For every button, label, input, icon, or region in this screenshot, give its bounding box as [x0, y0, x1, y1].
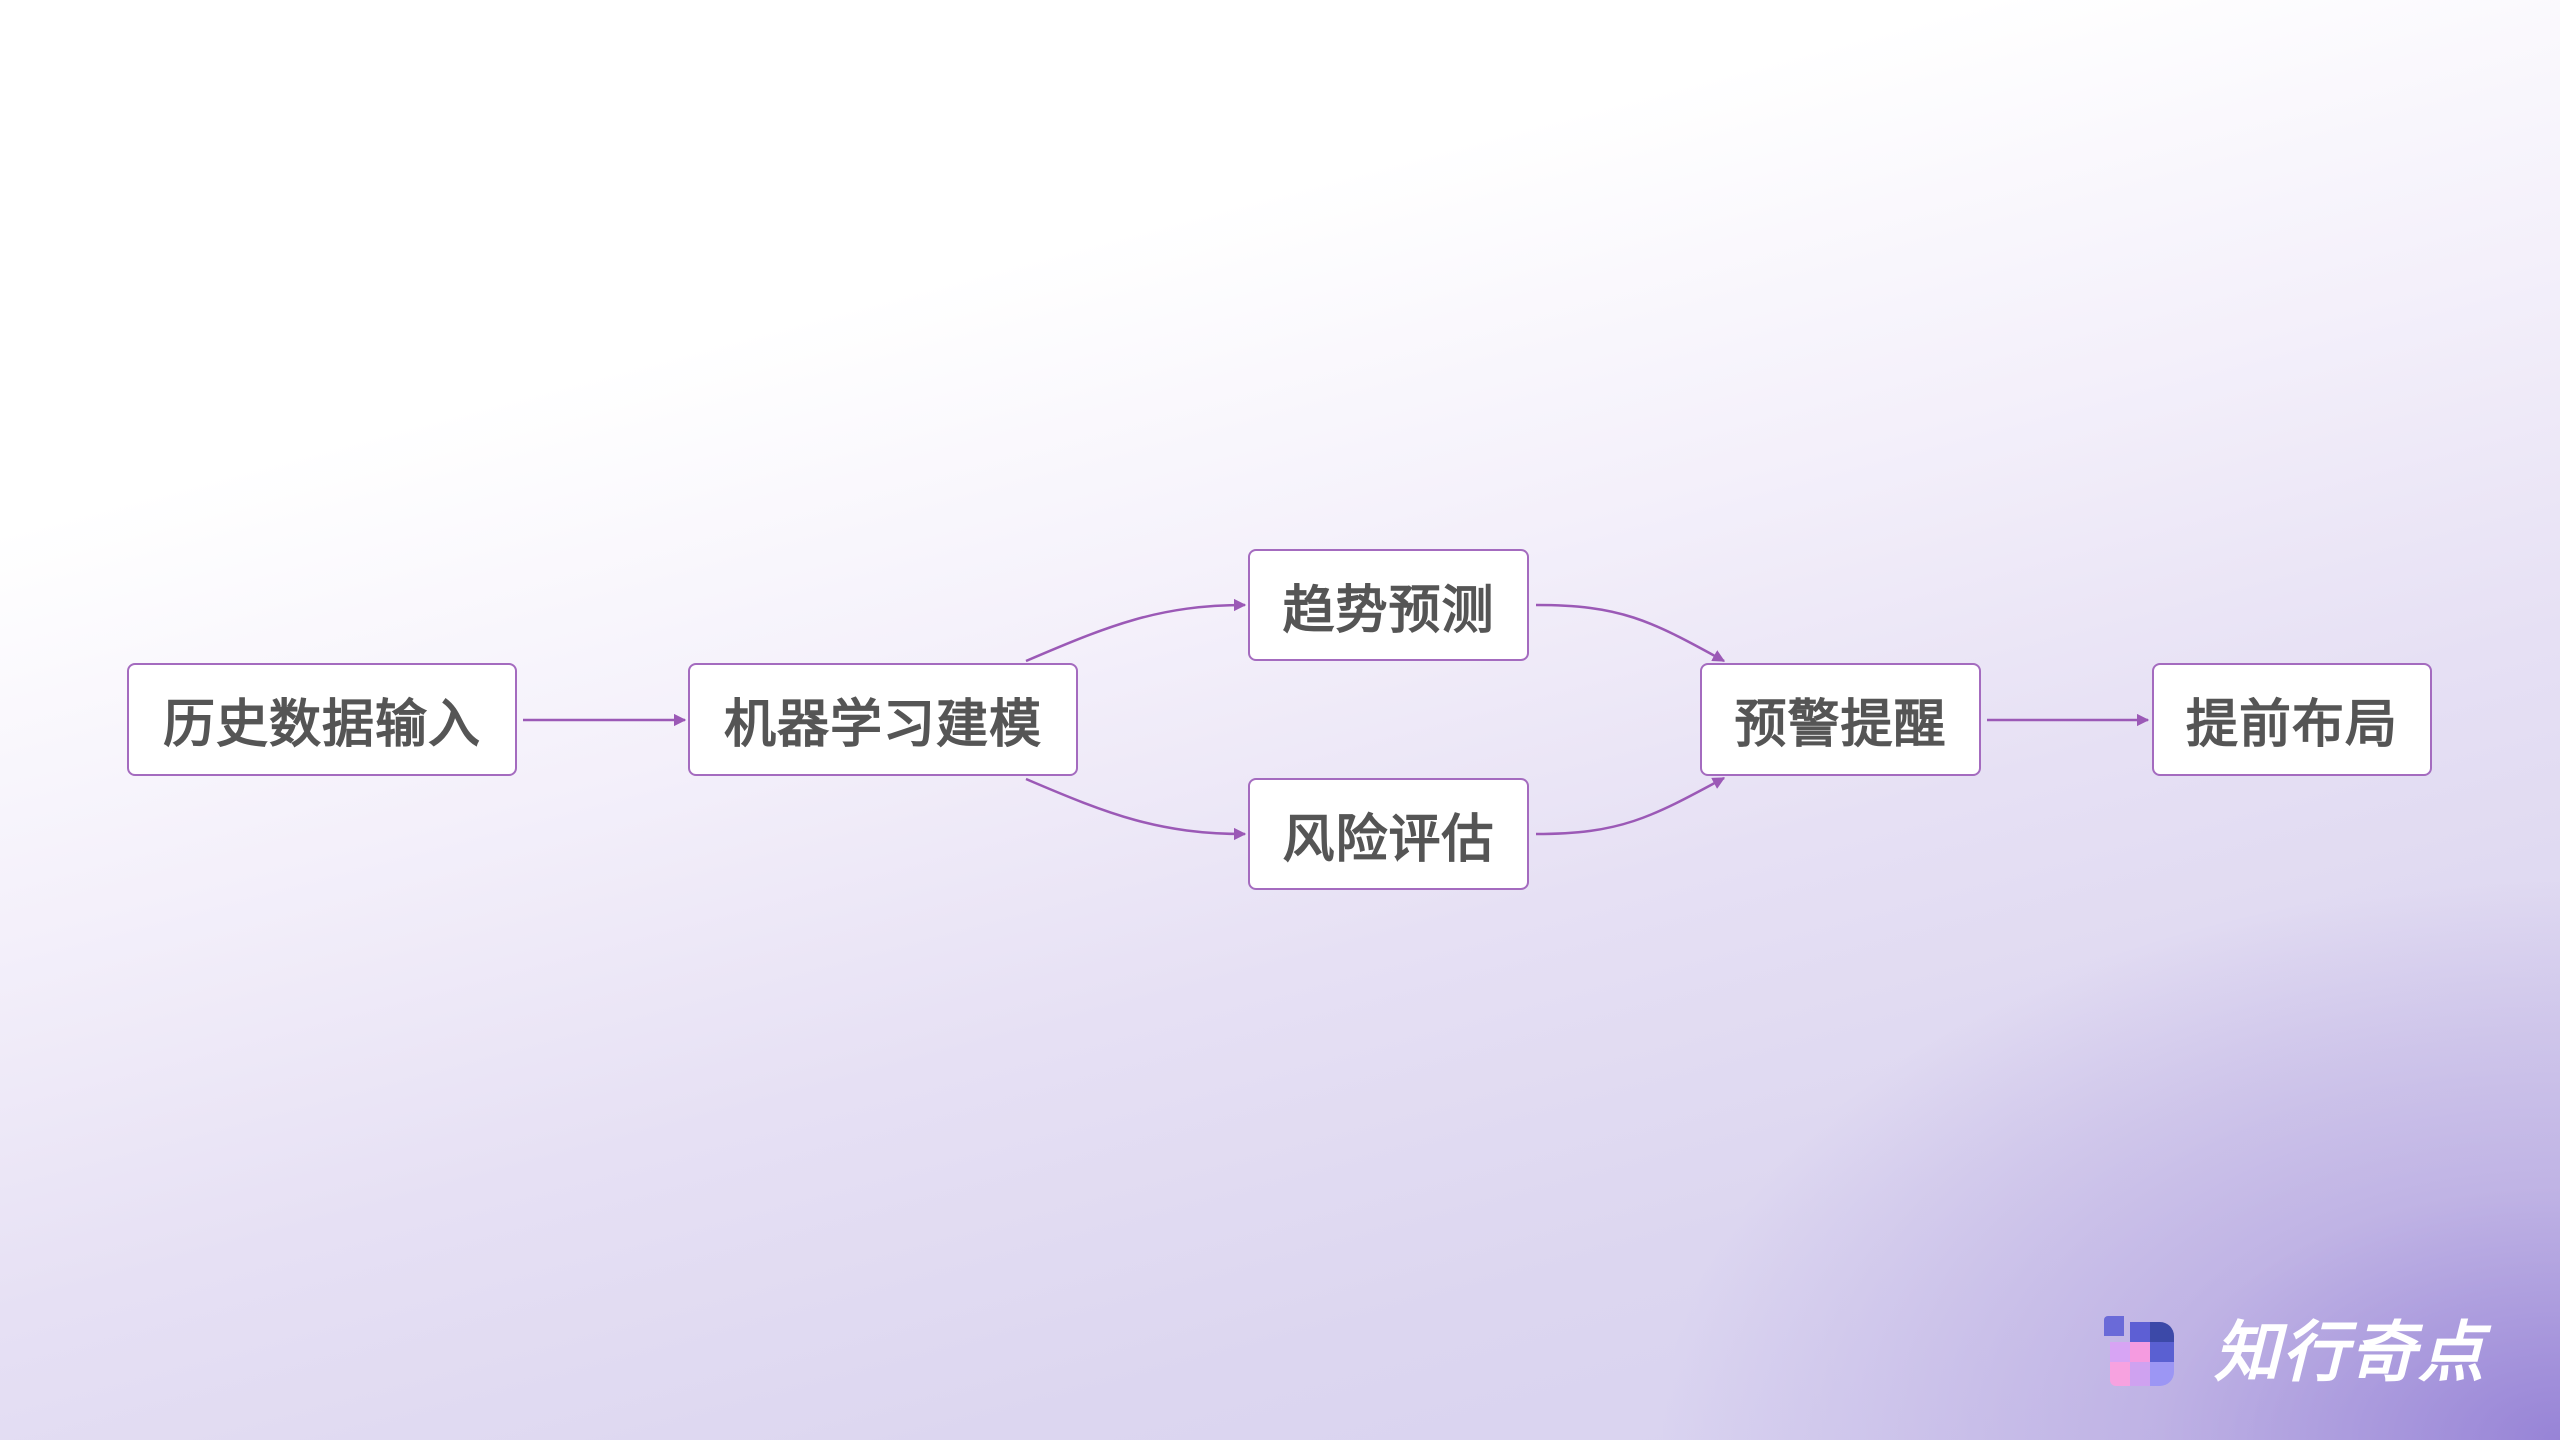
- edge-risk-to-alert: [1535, 776, 1726, 836]
- edge-ml-to-risk: [1025, 777, 1247, 841]
- node-early-warning: 预警提醒: [1700, 663, 1981, 776]
- node-trend-forecast: 趋势预测: [1248, 549, 1529, 661]
- brand-logo: 知行奇点: [2104, 1316, 2486, 1390]
- brand-pixel-logo-icon: [2104, 1316, 2178, 1390]
- node-label: 提前布局: [2185, 695, 2398, 755]
- node-risk-assessment: 风险评估: [1248, 778, 1529, 890]
- edge-ml-to-trend: [1025, 598, 1247, 663]
- node-advance-planning: 提前布局: [2152, 663, 2432, 776]
- node-label: 风险评估: [1282, 809, 1495, 870]
- node-label: 预警提醒: [1734, 695, 1947, 755]
- edge-trend-to-alert: [1535, 603, 1726, 663]
- node-label: 机器学习建模: [723, 695, 1042, 755]
- node-machine-learning-modeling: 机器学习建模: [688, 663, 1078, 776]
- node-label: 历史数据输入: [162, 695, 481, 755]
- node-history-data-input: 历史数据输入: [127, 663, 517, 776]
- brand-name: 知行奇点: [2214, 1314, 2486, 1391]
- node-label: 趋势预测: [1282, 580, 1495, 641]
